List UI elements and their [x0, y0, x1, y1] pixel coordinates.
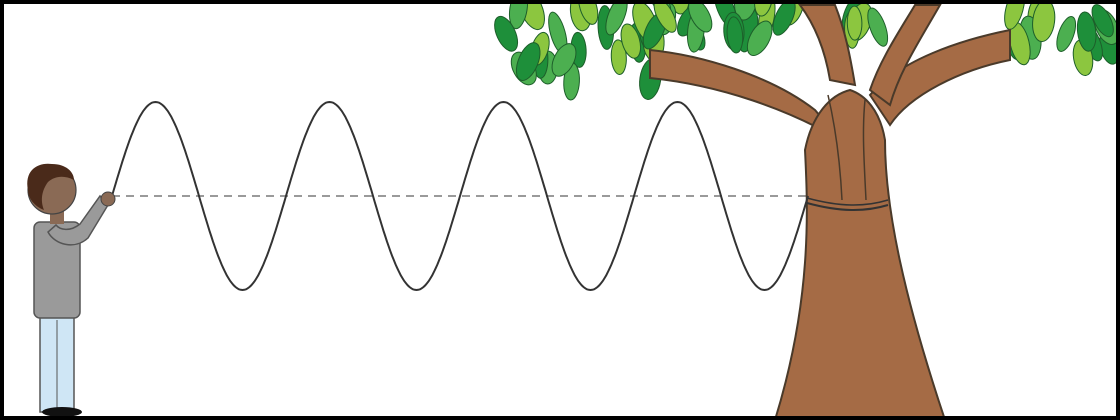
- tree-trunk: [775, 90, 945, 420]
- person-shoe: [42, 407, 82, 417]
- tree-foliage: [490, 0, 1120, 101]
- person-hand: [101, 192, 115, 206]
- person-icon: [27, 164, 115, 417]
- leaf: [847, 6, 862, 40]
- tree-icon: [490, 0, 1120, 420]
